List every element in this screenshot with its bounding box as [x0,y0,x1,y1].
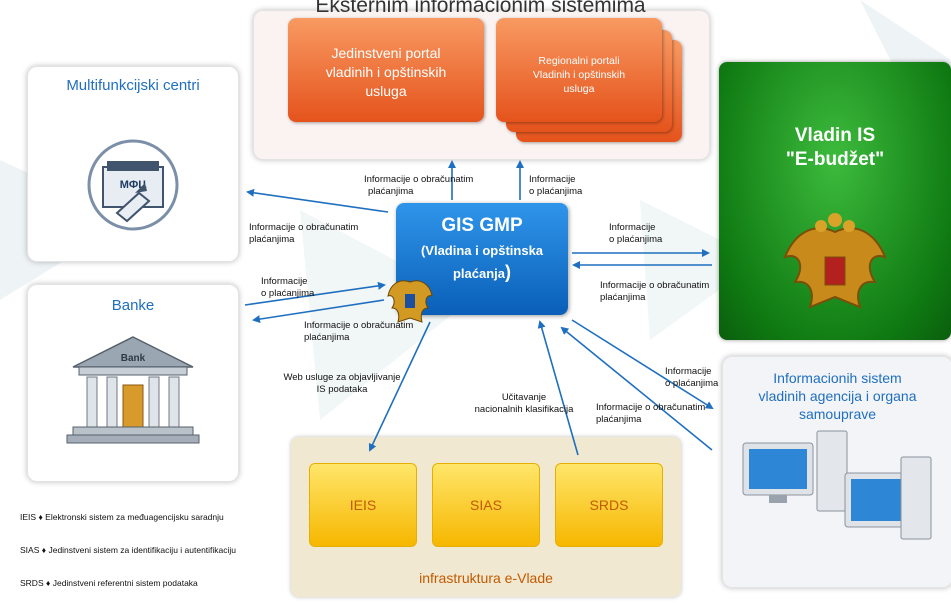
label-agencies-out-2: plaćanjima [596,414,642,425]
label-top-right-1: Informacije [529,174,576,185]
legend-text-sias: Jedinstveni sistem za identifikaciju i a… [48,545,237,555]
egov-infrastructure-panel: IEIS SIAS SRDS infrastruktura e-Vlade [291,437,681,597]
arrow-from-agencies [560,326,713,451]
coat-of-arms-icon [783,213,887,309]
external-systems-title: Eksternim informacionim sistemima [315,0,646,17]
ieis-box: IEIS [309,463,417,547]
legend-sep-srds: ♦ [46,578,51,588]
legend-abbr-ieis: IEIS [20,512,37,522]
label-agencies-in-2: o plaćanjima [665,378,719,389]
label-top-left-2: plaćanjima [368,186,414,197]
legend-item-sias: SIAS ♦ Jedinstveni sistem za identifikac… [20,545,250,556]
mfc-building-icon: МФЦ [87,139,179,231]
mfc-sign: МФЦ [120,179,147,191]
portal-line-3: usluga [365,83,407,99]
arrow-to-ieis [368,321,431,452]
legend-item-ieis: IEIS ♦ Elektronski sistem za međuagencij… [20,512,250,523]
multifunction-centers-panel: Multifunkcijski centri МФЦ [27,66,239,262]
arrow-from-srds [537,320,579,456]
label-web-1: Web usluge za objavljivanje [283,372,401,383]
arrow-to-banks [252,299,385,324]
arrow-from-banks [244,281,386,306]
label-bank-out-2: plaćanjima [304,332,350,343]
label-vladin-out-1: Informacije o obračunatim [600,280,710,291]
label-load-2: nacionalnih klasifikacija [474,404,574,415]
legend-abbr-sias: SIAS [20,545,40,555]
banks-title: Banke [111,297,155,314]
portal-line-1: Jedinstveni portal [331,45,441,61]
bank-sign: Bank [121,353,146,364]
regional-line-1: Regionalni portali [538,55,620,67]
agencies-title-2: vladinih agencija i organa [758,388,917,404]
label-top-left-1: Informacije o obračunatim [364,174,474,185]
agencies-panel: Informacionih sistem vladinih agencija i… [722,356,951,588]
legend-abbr-srds: SRDS [20,578,44,588]
regional-line-2: Vladinih i opštinskih [532,69,626,81]
legend-text-ieis: Elektronski sistem za međuagencijsku sar… [45,512,224,522]
regional-line-3: usluga [563,83,595,95]
portal-line-2: vladinih i opštinskih [325,64,447,80]
agencies-title-3: samouprave [798,406,877,422]
vladin-title-1: Vladin IS [794,125,876,146]
regional-portals-box: Regionalni portali Vladinih i opštinskih… [496,18,662,122]
vladin-title-2: "E-budžet" [785,149,885,170]
vladin-is-panel: Vladin IS "E-budžet" [719,62,951,340]
label-load-1: Učitavanje [501,392,547,403]
egov-infrastructure-label: infrastruktura e-Vlade [419,570,553,586]
label-mfc-1: Informacije o obračunatim [249,222,359,233]
arrow-to-agencies-1 [571,319,714,410]
gis-closing-paren: ) [505,262,512,282]
gis-emblem-icon [387,280,433,323]
label-mfc-2: plaćanjima [249,234,295,245]
srds-box: SRDS [555,463,663,547]
legend-sep-ieis: ♦ [38,512,43,522]
label-web-2: IS podataka [316,384,368,395]
label-bank-in-1: Informacije [261,276,308,287]
label-bank-in-2: o plaćanjima [261,288,315,299]
legend-item-srds: SRDS ♦ Jedinstveni referentni sistem pod… [20,578,250,589]
banks-panel: Banke Bank [27,284,239,482]
legend-text-srds: Jedinstveni referentni sistem podataka [52,578,198,588]
label-top-right-2: o plaćanjima [529,186,583,197]
gis-subtitle-2: plaćanja [452,266,506,281]
label-bank-out-1: Informacije o obračunatim [304,320,414,331]
computers-icon [742,430,932,540]
agencies-title-1: Informacionih sistem [773,370,902,386]
label-vladin-out-2: plaćanjima [600,292,646,303]
sias-box: SIAS [432,463,540,547]
label-vladin-in-1: Informacije [609,222,656,233]
gis-subtitle-1: (Vladina i opštinska [420,243,544,258]
arrow-to-multifunction [246,188,389,213]
multifunction-title: Multifunkcijski centri [66,77,200,94]
legend-sep-sias: ♦ [41,545,47,555]
label-agencies-out-1: Informacije o obračunatim [596,402,706,413]
gis-title: GIS GMP [441,215,523,236]
unified-portal-box: Jedinstveni portal vladinih i opštinskih… [288,18,484,122]
bank-building-icon: Bank [66,336,200,444]
label-agencies-in-1: Informacije [665,366,712,377]
label-vladin-in-2: o plaćanjima [609,234,663,245]
